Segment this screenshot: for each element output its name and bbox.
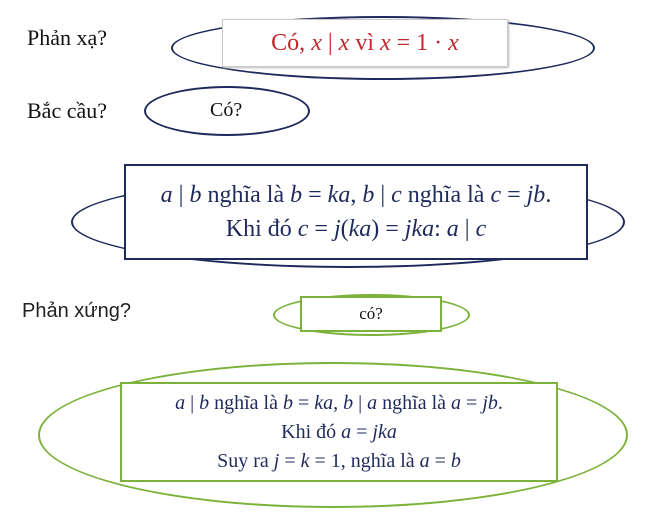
transitive-label: Bắc cầu? xyxy=(27,98,107,123)
symmetric-proof-line-1: a | b nghĩa là b = ka, b | a nghĩa là a … xyxy=(175,391,503,414)
symmetric-answer: có? xyxy=(359,304,383,323)
symmetric-proof-ellipse xyxy=(38,362,628,508)
reflexive-answer-box: Có, x | x vì x = 1 · x xyxy=(222,19,508,67)
transitive-proof-box: a | b nghĩa là b = ka, b | c nghĩa là c … xyxy=(124,164,588,260)
reflexive-label: Phản xạ? xyxy=(27,25,108,50)
symmetric-label: Phản xứng? xyxy=(22,300,132,322)
reflexive-answer: Có, x | x vì x = 1 · x xyxy=(271,29,459,56)
transitive-ellipse xyxy=(144,86,310,136)
symmetric-proof-box: a | b nghĩa là b = ka, b | a nghĩa là a … xyxy=(120,382,558,482)
symmetric-ellipse xyxy=(273,294,470,336)
symmetric-proof-line-2: Khi đó a = jka xyxy=(281,420,397,443)
reflexive-ellipse xyxy=(171,16,595,80)
transitive-proof-line-2: Khi đó c = j(ka) = jka: a | c xyxy=(225,216,487,242)
transitive-proof-line-1: a | b nghĩa là b = ka, b | c nghĩa là c … xyxy=(160,182,552,208)
symmetric-answer-box: có? xyxy=(300,296,442,332)
symmetric-proof-line-3: Suy ra j = k = 1, nghĩa là a = b xyxy=(217,449,461,472)
transitive-answer: Có? xyxy=(210,99,243,121)
